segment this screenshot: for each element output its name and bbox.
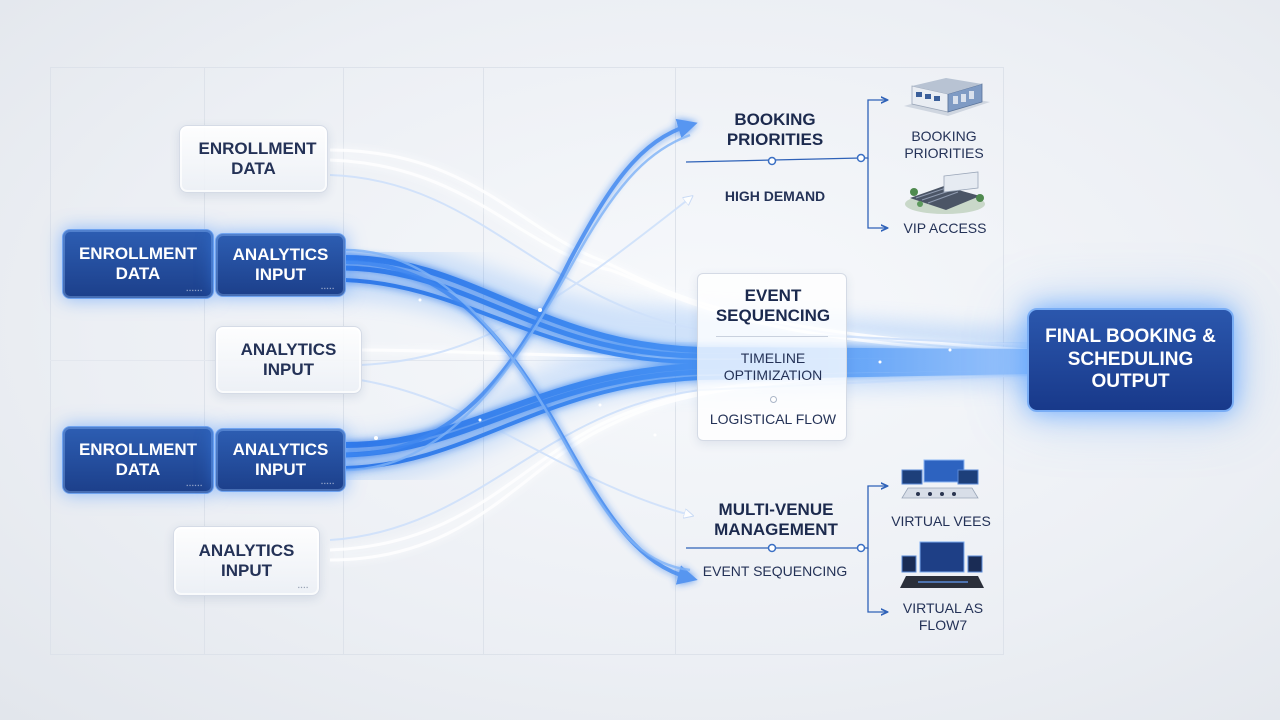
input-label: ANALYTICS INPUT [198, 540, 295, 580]
tiny-caption: ▪▪▪▪▪ [321, 286, 335, 292]
tiny-caption: ▪▪▪▪▪▪ [186, 483, 203, 489]
panel-item-logistical-flow: LOGISTICAL FLOW [709, 411, 837, 427]
final-output-label: FINAL BOOKING & SCHEDULING OUTPUT [1045, 325, 1216, 393]
stadium-icon [905, 171, 985, 214]
input-analytics-input-1: ANALYTICS INPUT ▪▪▪▪▪ [215, 233, 346, 297]
event-sequencing-panel: EVENT SEQUENCING TIMELINE OPTIMIZATION L… [697, 273, 847, 441]
panel-divider [716, 336, 828, 337]
input-label: ENROLLMENT DATA [198, 138, 317, 178]
grid-line [204, 67, 205, 655]
virtual-stage-icon [901, 459, 979, 499]
panel-dot [770, 396, 777, 403]
input-label: ANALYTICS INPUT [232, 244, 329, 284]
panel-item-timeline-optimization: TIMELINE OPTIMIZATION [723, 350, 823, 383]
outcome-booking-priorities: BOOKING PRIORITIES [904, 128, 984, 161]
tiny-caption: ▪▪▪▪▪ [321, 481, 335, 487]
grid-line [483, 67, 484, 655]
input-enrollment-data-3: ENROLLMENT DATA ▪▪▪▪▪▪ [62, 426, 214, 494]
outcome-virtual-as-flow: VIRTUAL AS FLOW7 [902, 600, 984, 633]
input-enrollment-data-1: ENROLLMENT DATA [179, 125, 328, 193]
input-label: ANALYTICS INPUT [232, 439, 329, 479]
branch-booking-priorities: BOOKING PRIORITIES [726, 110, 824, 150]
grid-line [50, 360, 1004, 361]
outcome-virtual-vees: VIRTUAL VEES [891, 513, 991, 529]
final-booking-scheduling-output: FINAL BOOKING & SCHEDULING OUTPUT [1027, 308, 1234, 412]
branch-high-demand: HIGH DEMAND [724, 188, 826, 204]
branch-event-sequencing: EVENT SEQUENCING [702, 563, 848, 579]
input-label: ENROLLMENT DATA [78, 243, 198, 283]
branch-multi-venue-management: MULTI-VENUE MANAGEMENT [714, 500, 838, 540]
input-label: ANALYTICS INPUT [240, 339, 337, 379]
venue-building-icon [904, 78, 990, 116]
input-analytics-input-3: ANALYTICS INPUT ▪▪▪▪▪ [215, 428, 346, 492]
panel-title: EVENT SEQUENCING [715, 286, 831, 326]
input-analytics-input-4: ANALYTICS INPUT ▪▪▪▪ [173, 526, 320, 596]
input-analytics-input-2: ANALYTICS INPUT [215, 326, 362, 394]
input-enrollment-data-2: ENROLLMENT DATA ▪▪▪▪▪▪ [62, 229, 214, 299]
outcome-vip-access: VIP ACCESS [903, 220, 987, 236]
tiny-caption: ▪▪▪▪▪▪ [186, 288, 203, 294]
tiny-caption: ▪▪▪▪ [297, 585, 309, 591]
virtual-event-screen-icon [900, 541, 984, 588]
input-label: ENROLLMENT DATA [78, 439, 198, 479]
